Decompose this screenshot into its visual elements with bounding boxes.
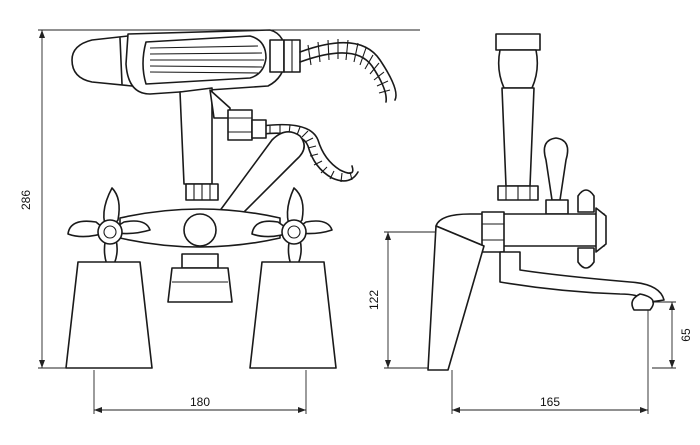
side-lever (543, 137, 569, 215)
right-cross-handle (249, 187, 337, 369)
side-view (427, 33, 665, 371)
diverter-lever (215, 131, 305, 225)
handset-cradle (179, 87, 267, 185)
side-body (427, 189, 607, 371)
spout-height-label: 65 (679, 328, 693, 342)
front-view (65, 29, 397, 369)
side-height-label: 122 (367, 290, 381, 310)
dimension-front-width: 180 (93, 370, 307, 414)
dimension-overall-height: 286 (19, 29, 420, 369)
bath-spout (499, 251, 665, 311)
dimension-spout-height: 65 (652, 301, 693, 369)
dimension-side-height: 122 (367, 231, 436, 369)
side-handset (495, 33, 541, 201)
shower-handset (71, 29, 301, 95)
front-width-label: 180 (190, 395, 210, 409)
mixer-body (119, 183, 281, 303)
left-cross-handle (65, 187, 153, 369)
overall-height-label: 286 (19, 190, 33, 210)
dimension-side-depth: 165 (451, 310, 649, 414)
side-depth-label: 165 (540, 395, 560, 409)
